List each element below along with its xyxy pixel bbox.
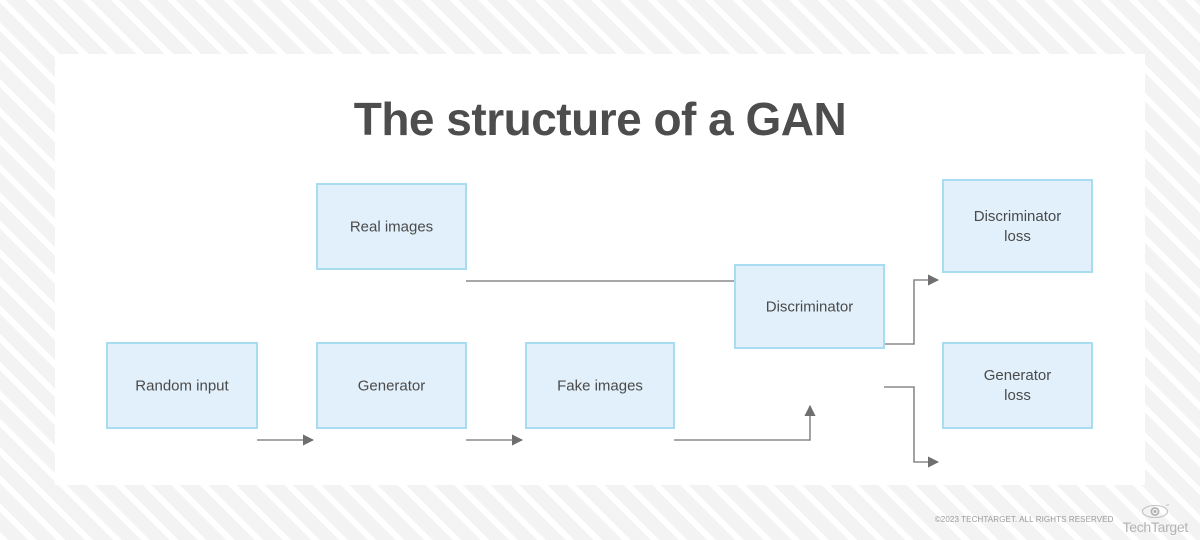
node-fake-images[interactable]: Fake images bbox=[525, 342, 675, 429]
node-discriminator-loss-label-line1: Discriminator bbox=[974, 208, 1062, 225]
node-generator-loss-label-line2: loss bbox=[1004, 387, 1031, 404]
node-real-images[interactable]: Real images bbox=[316, 183, 467, 270]
node-discriminator-loss-label-line2: loss bbox=[1004, 228, 1031, 245]
node-generator-label: Generator bbox=[358, 377, 426, 394]
node-generator-loss-label-line1: Generator bbox=[984, 367, 1052, 384]
gan-structure-diagram: Real images Random input Generator Fake … bbox=[106, 179, 1093, 468]
node-discriminator-loss[interactable]: Discriminator loss bbox=[942, 179, 1093, 273]
node-discriminator-label: Discriminator bbox=[766, 298, 854, 315]
node-generator[interactable]: Generator bbox=[316, 342, 467, 429]
node-random-input[interactable]: Random input bbox=[106, 342, 258, 429]
techtarget-wordmark: TechTarget bbox=[1122, 519, 1189, 535]
node-random-input-label: Random input bbox=[135, 377, 229, 394]
techtarget-logo: TechTarget bbox=[1123, 504, 1188, 534]
content-card: The structure of a GAN bbox=[55, 54, 1145, 485]
node-generator-loss[interactable]: Generator loss bbox=[942, 342, 1093, 429]
edge-discriminator-to-generator-loss bbox=[884, 386, 940, 468]
edge-discriminator-to-discriminator-loss bbox=[884, 274, 940, 345]
eye-icon bbox=[1142, 504, 1170, 519]
edge-fake-images-to-discriminator bbox=[674, 404, 816, 441]
node-real-images-label: Real images bbox=[350, 218, 433, 235]
copyright-text: ©2023 TECHTARGET. ALL RIGHTS RESERVED bbox=[934, 514, 1114, 524]
footer: ©2023 TECHTARGET. ALL RIGHTS RESERVED Te… bbox=[935, 504, 1188, 534]
node-discriminator[interactable]: Discriminator bbox=[734, 264, 885, 349]
page-title: The structure of a GAN bbox=[353, 93, 847, 145]
node-fake-images-label: Fake images bbox=[557, 377, 643, 394]
